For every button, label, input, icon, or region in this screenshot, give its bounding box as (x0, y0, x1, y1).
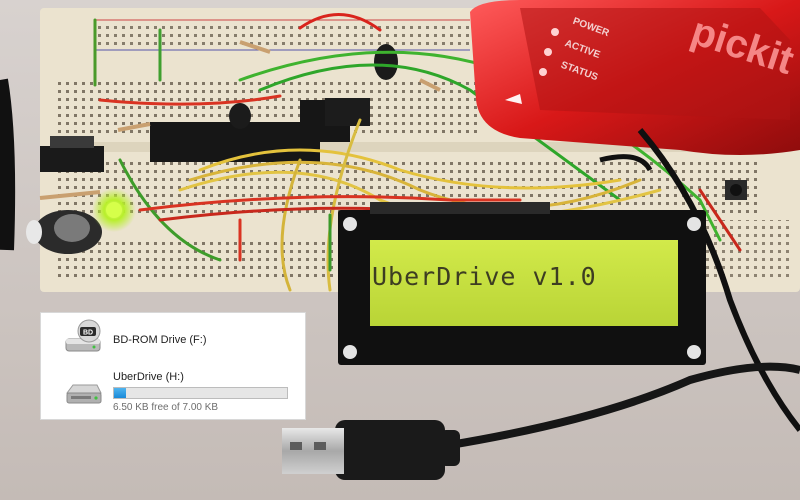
drive-name: BD-ROM Drive (F:) (113, 334, 207, 346)
drive-item-uberdrive[interactable]: UberDrive (H:) 6.50 KB free of 7.00 KB (41, 365, 305, 419)
drive-item-bd-rom[interactable]: BD BD-ROM Drive (F:) (41, 315, 305, 363)
drive-usage-fill (114, 388, 127, 398)
drive-name: UberDrive (H:) (113, 371, 184, 383)
svg-text:BD: BD (83, 330, 93, 337)
voltage-regulator (40, 146, 104, 172)
drive-free-space: 6.50 KB free of 7.00 KB (113, 402, 219, 413)
lcd-screen (370, 240, 678, 326)
drive-usage-bar (113, 387, 288, 399)
usb-drive-icon (66, 384, 102, 404)
lcd-text: UberDrive v1.0 (372, 262, 597, 291)
usb-plug-metal (282, 428, 344, 474)
microcontroller-chip (150, 122, 320, 162)
drive-list-panel: BD BD-ROM Drive (F:) UberDrive (H:) 6.50… (40, 312, 306, 420)
bd-rom-drive-icon: BD (65, 319, 101, 352)
usb-plug-body (335, 420, 445, 480)
